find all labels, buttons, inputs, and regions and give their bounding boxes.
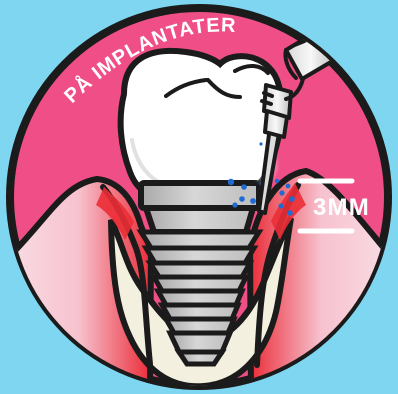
depth-label: 3MM <box>313 194 370 221</box>
implant-neck <box>146 208 253 232</box>
